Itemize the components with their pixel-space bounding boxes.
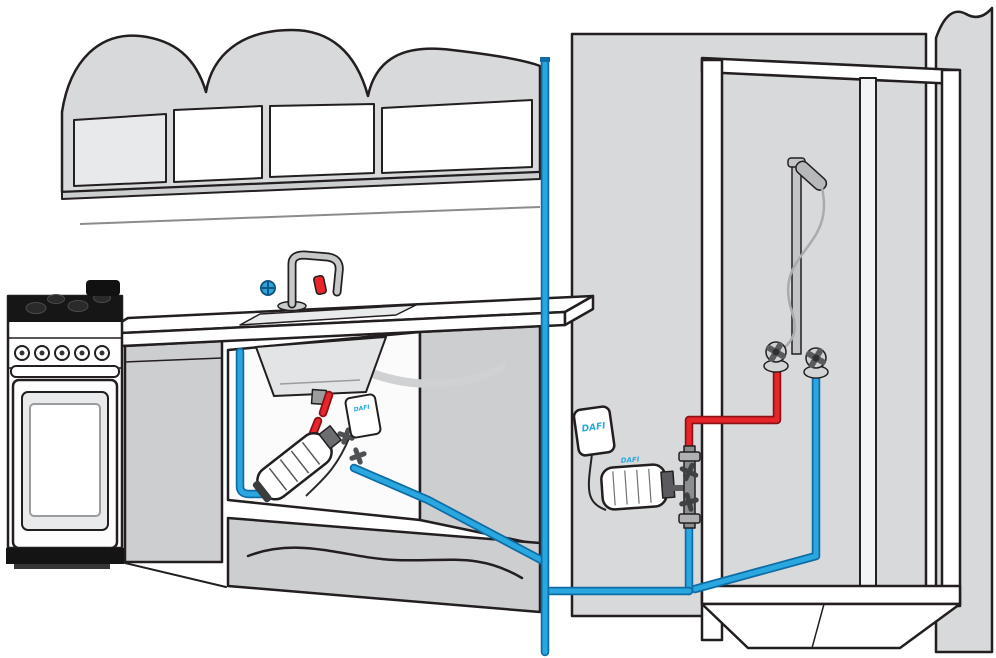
heater-valve-handle	[337, 427, 355, 445]
stove	[6, 280, 124, 569]
cabinet-door	[269, 103, 375, 178]
valve-nut-top	[678, 451, 701, 462]
heater-valve-column	[683, 445, 696, 529]
cold-tap-handle	[260, 280, 276, 296]
oven-handle	[10, 365, 120, 378]
kitchen-section: DAFI	[6, 28, 595, 614]
wall-line	[79, 206, 541, 225]
cabinet-side-panel	[73, 113, 167, 187]
counter-end-cap	[563, 294, 595, 327]
hot-tap-handle	[313, 274, 327, 296]
enclosure-corner-post	[859, 77, 877, 603]
drawer-handle-groove	[246, 546, 524, 580]
base-drawer	[226, 516, 542, 614]
power-cord	[587, 453, 607, 511]
cabinet-door	[173, 105, 263, 183]
kitchen-faucet	[260, 250, 344, 312]
dafi-wall-plate: DAFI	[572, 405, 616, 511]
shower-tray-front	[700, 602, 962, 650]
under-sink-dafi-heater: DAFI	[252, 393, 382, 503]
shower-head	[795, 160, 828, 191]
shower-enclosure-frame	[700, 56, 962, 650]
shower-hose	[781, 187, 826, 351]
bathroom-section: DAFI DAFI	[545, 6, 994, 654]
sink-rim	[239, 304, 417, 326]
heater-fitting	[318, 425, 342, 450]
upper-cabinet-lip	[61, 171, 541, 200]
heater-valve-handle-top	[679, 462, 699, 482]
stove-base	[6, 548, 124, 564]
burner	[67, 300, 89, 312]
enclosure-left-post	[700, 58, 724, 642]
cabinet-door	[381, 99, 533, 174]
heater-valve-handle	[349, 447, 367, 465]
shower-valve-cold	[803, 347, 829, 379]
shower-heater-body	[600, 463, 668, 511]
shower-dafi-heater: DAFI	[600, 445, 701, 529]
counter-underside-shade	[340, 352, 505, 388]
pot	[86, 280, 120, 296]
heater-connector	[660, 470, 676, 499]
wall-plate-brand-label: DAFI	[581, 421, 607, 434]
riser-top-cap	[540, 57, 550, 62]
enclosure-right-post	[940, 68, 962, 608]
burner	[47, 294, 65, 304]
base-cabinet-panel	[418, 324, 542, 547]
dishwasher-trim	[124, 357, 223, 363]
oven-window	[29, 403, 101, 517]
shower-column	[781, 157, 828, 355]
heater-end-cap	[252, 480, 272, 503]
heater-power-cord	[305, 435, 351, 497]
stove-knobs	[14, 345, 110, 361]
tray-seam	[811, 603, 825, 649]
valve-nut-bottom	[678, 513, 701, 524]
kitchen-upper-cabinets	[60, 28, 542, 200]
shower-heater-brand-label: DAFI	[620, 456, 640, 465]
dishwasher-panel	[123, 339, 224, 564]
under-sink-heater-brand-label: DAFI	[353, 404, 371, 414]
kitchen-sink-bowl	[255, 336, 387, 406]
stove-shadow	[14, 564, 110, 569]
heater-valve-handle-bottom	[679, 492, 699, 512]
heater-control-box	[344, 393, 382, 439]
shower-tray-rim	[700, 584, 962, 606]
main-cold-water-riser	[540, 57, 550, 652]
burner	[25, 302, 47, 314]
shower-valve-hot	[763, 341, 789, 373]
floor-line	[124, 562, 227, 588]
